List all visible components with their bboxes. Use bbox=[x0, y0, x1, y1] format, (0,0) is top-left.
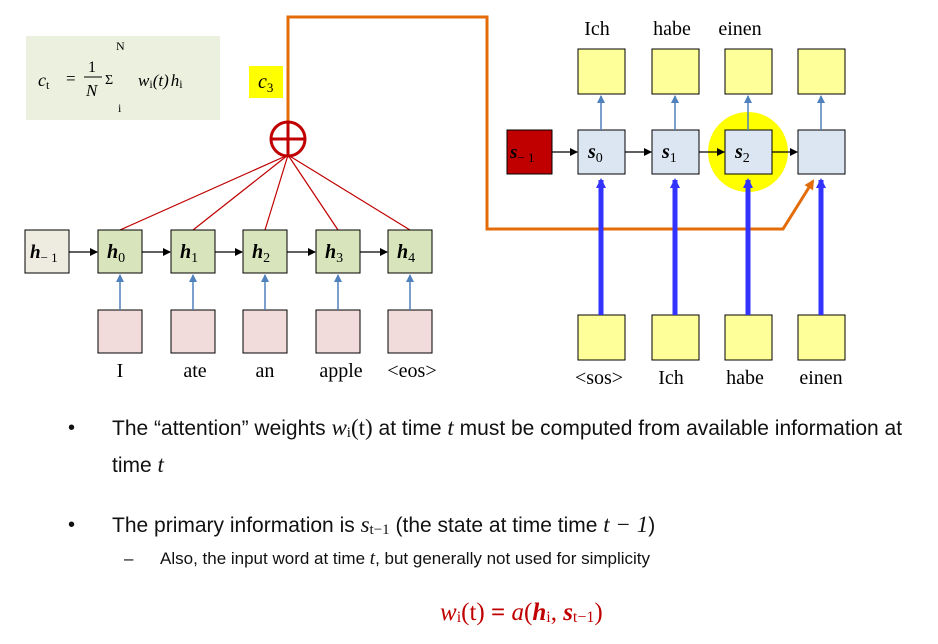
encoder-input-word-1: ate bbox=[183, 360, 206, 382]
decoder-output-word-1: habe bbox=[653, 18, 691, 40]
encoder-state-label-2: h2 bbox=[252, 241, 270, 266]
encoder-state-label-4: h4 bbox=[397, 241, 415, 266]
decoder-initial-state bbox=[506, 129, 553, 175]
bullet-1-time-symbol-2: t bbox=[157, 452, 164, 477]
attention-weight-equation: wi(t) = a(hi, st−1) bbox=[440, 599, 603, 626]
decoder-state-0 bbox=[577, 129, 626, 175]
sub-bullet-text-b: , but generally not used for simplicity bbox=[375, 549, 651, 568]
encoder-initial-label: h− 1 bbox=[30, 242, 58, 265]
encoder-input-word-2: an bbox=[256, 360, 275, 382]
decoder-input-word-3: einen bbox=[799, 367, 842, 389]
summation-node bbox=[269, 120, 307, 158]
svg-text:N: N bbox=[85, 81, 99, 100]
context-feed-path bbox=[286, 15, 815, 231]
sub-bullet-text-a: Also, the input word at time bbox=[160, 549, 366, 568]
decoder-input-word-1: Ich bbox=[658, 367, 684, 389]
decoder: s− 1 s0 s1 s2 Ich habe eine bbox=[506, 18, 846, 389]
svg-text:=: = bbox=[66, 69, 76, 88]
decoder-input-boxes bbox=[577, 314, 846, 361]
decoder-output-boxes bbox=[577, 48, 846, 95]
decoder-output-arrows bbox=[597, 95, 825, 130]
attention-lines bbox=[119, 154, 411, 231]
bullet-2-time-expression: t − 1 bbox=[603, 512, 649, 537]
encoder-state-label-3: h3 bbox=[325, 241, 343, 266]
sub-bullet-dash: – bbox=[124, 549, 134, 568]
encoder-state-2 bbox=[242, 229, 288, 274]
svg-text:wi(t)hi: wi(t)hi bbox=[138, 71, 183, 91]
decoder-state-label-1: s1 bbox=[661, 141, 677, 166]
encoder-initial-state bbox=[24, 229, 70, 274]
bullet-primary-information: • The primary information is st−1 (the s… bbox=[68, 509, 938, 546]
context-label: c3 bbox=[258, 71, 273, 95]
decoder-input-word-0: <sos> bbox=[575, 367, 623, 389]
decoder-input-word-2: habe bbox=[726, 367, 764, 389]
decoder-initial-label: s− 1 bbox=[509, 142, 535, 165]
encoder-state-label-0: h0 bbox=[107, 241, 125, 266]
encoder: h− 1 h0 h1 h2 h3 h4 bbox=[24, 229, 437, 382]
svg-text:ct: ct bbox=[38, 70, 50, 92]
encoder-state-0 bbox=[97, 229, 143, 274]
attention-diagram: ct = 1 N N Σ i wi(t)hi c3 h− 1 h0 h1 bbox=[24, 15, 846, 389]
encoder-input-word-3: apple bbox=[319, 360, 362, 382]
svg-text:i: i bbox=[118, 101, 122, 115]
formula-box bbox=[26, 36, 220, 120]
bullet-dot: • bbox=[68, 514, 76, 536]
encoder-state-4 bbox=[387, 229, 433, 274]
decoder-state-3 bbox=[797, 129, 846, 175]
sub-bullet-input-word: – Also, the input word at time t, but ge… bbox=[124, 546, 914, 572]
sub-bullet-time-symbol: t bbox=[369, 548, 376, 569]
bullet-2-text-b: (the state at time time bbox=[395, 514, 598, 537]
bullet-1-text-b: at time bbox=[378, 417, 442, 440]
encoder-input-word-0: I bbox=[117, 360, 124, 382]
svg-text:Σ: Σ bbox=[105, 73, 113, 88]
decoder-output-word-0: Ich bbox=[584, 18, 610, 40]
decoder-state-1 bbox=[651, 129, 700, 175]
context-formula: ct = 1 N N Σ i wi(t)hi bbox=[38, 39, 183, 115]
context-label-highlight bbox=[249, 66, 283, 98]
bullet-1-text-a: The “attention” weights bbox=[112, 417, 326, 440]
bullet-1-time-symbol: t bbox=[447, 415, 454, 440]
svg-text:N: N bbox=[116, 39, 125, 53]
encoder-input-boxes bbox=[97, 309, 433, 354]
encoder-state-1 bbox=[170, 229, 216, 274]
bullet-attention-weights: • The “attention” weights wi(t) at time … bbox=[68, 412, 938, 482]
encoder-input-arrows bbox=[116, 274, 414, 310]
svg-text:1: 1 bbox=[88, 59, 96, 76]
bullet-2-text-a: The primary information is bbox=[112, 514, 355, 537]
bullet-2-close-paren: ) bbox=[648, 514, 656, 537]
bullet-1-text-c: must be computed from available informat… bbox=[112, 417, 903, 477]
decoder-output-word-2: einen bbox=[718, 18, 761, 40]
decoder-input-arrows bbox=[596, 178, 826, 315]
encoder-state-label-1: h1 bbox=[180, 241, 198, 266]
bullet-1-weight-symbol: wi(t) bbox=[331, 415, 373, 441]
bullet-2-state-symbol: st−1 bbox=[360, 512, 390, 538]
bullet-dot: • bbox=[68, 417, 76, 439]
decoder-state-label-2: s2 bbox=[734, 141, 750, 166]
decoder-state-label-0: s0 bbox=[587, 141, 603, 166]
encoder-input-word-4: <eos> bbox=[387, 360, 436, 382]
